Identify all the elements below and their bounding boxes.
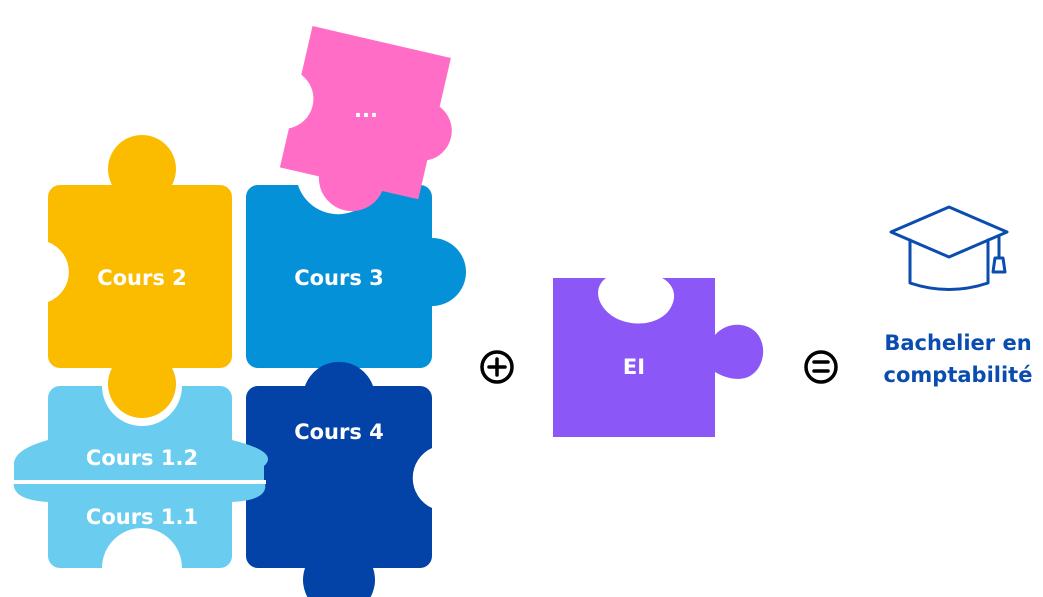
piece-ei-shape (553, 278, 764, 437)
piece-cours-3-label: Cours 3 (294, 266, 384, 290)
piece-cours-2: Cours 2 (48, 135, 232, 418)
piece-cours-4-shape (246, 361, 432, 597)
piece-ei: EI (553, 278, 764, 437)
piece-ellipsis-label: ... (354, 98, 378, 122)
piece-ei-label: EI (623, 355, 645, 379)
result-title-line-1: Bachelier en (884, 331, 1031, 355)
piece-ellipsis-shape (279, 26, 452, 212)
equals-icon (804, 350, 838, 384)
piece-ellipsis (279, 26, 452, 212)
piece-cours-2-shape (48, 135, 232, 418)
piece-cours-1-1-label: Cours 1.1 (86, 505, 198, 529)
piece-cours-4: Cours 4 (246, 361, 432, 597)
result-title-line-2: comptabilité (884, 363, 1033, 387)
piece-cours-1: Cours 1.2 Cours 1.1 (12, 386, 268, 568)
piece-cours-2-label: Cours 2 (97, 266, 187, 290)
graduation-cap-icon (889, 205, 1009, 291)
piece-cours-3: Cours 3 (246, 185, 466, 368)
piece-cours-1-2-label: Cours 1.2 (86, 446, 198, 470)
piece-cours-3-shape (246, 185, 466, 368)
piece-cours-1-shape (13, 386, 268, 568)
plus-icon (480, 350, 514, 384)
piece-cours-4-label: Cours 4 (294, 420, 384, 444)
